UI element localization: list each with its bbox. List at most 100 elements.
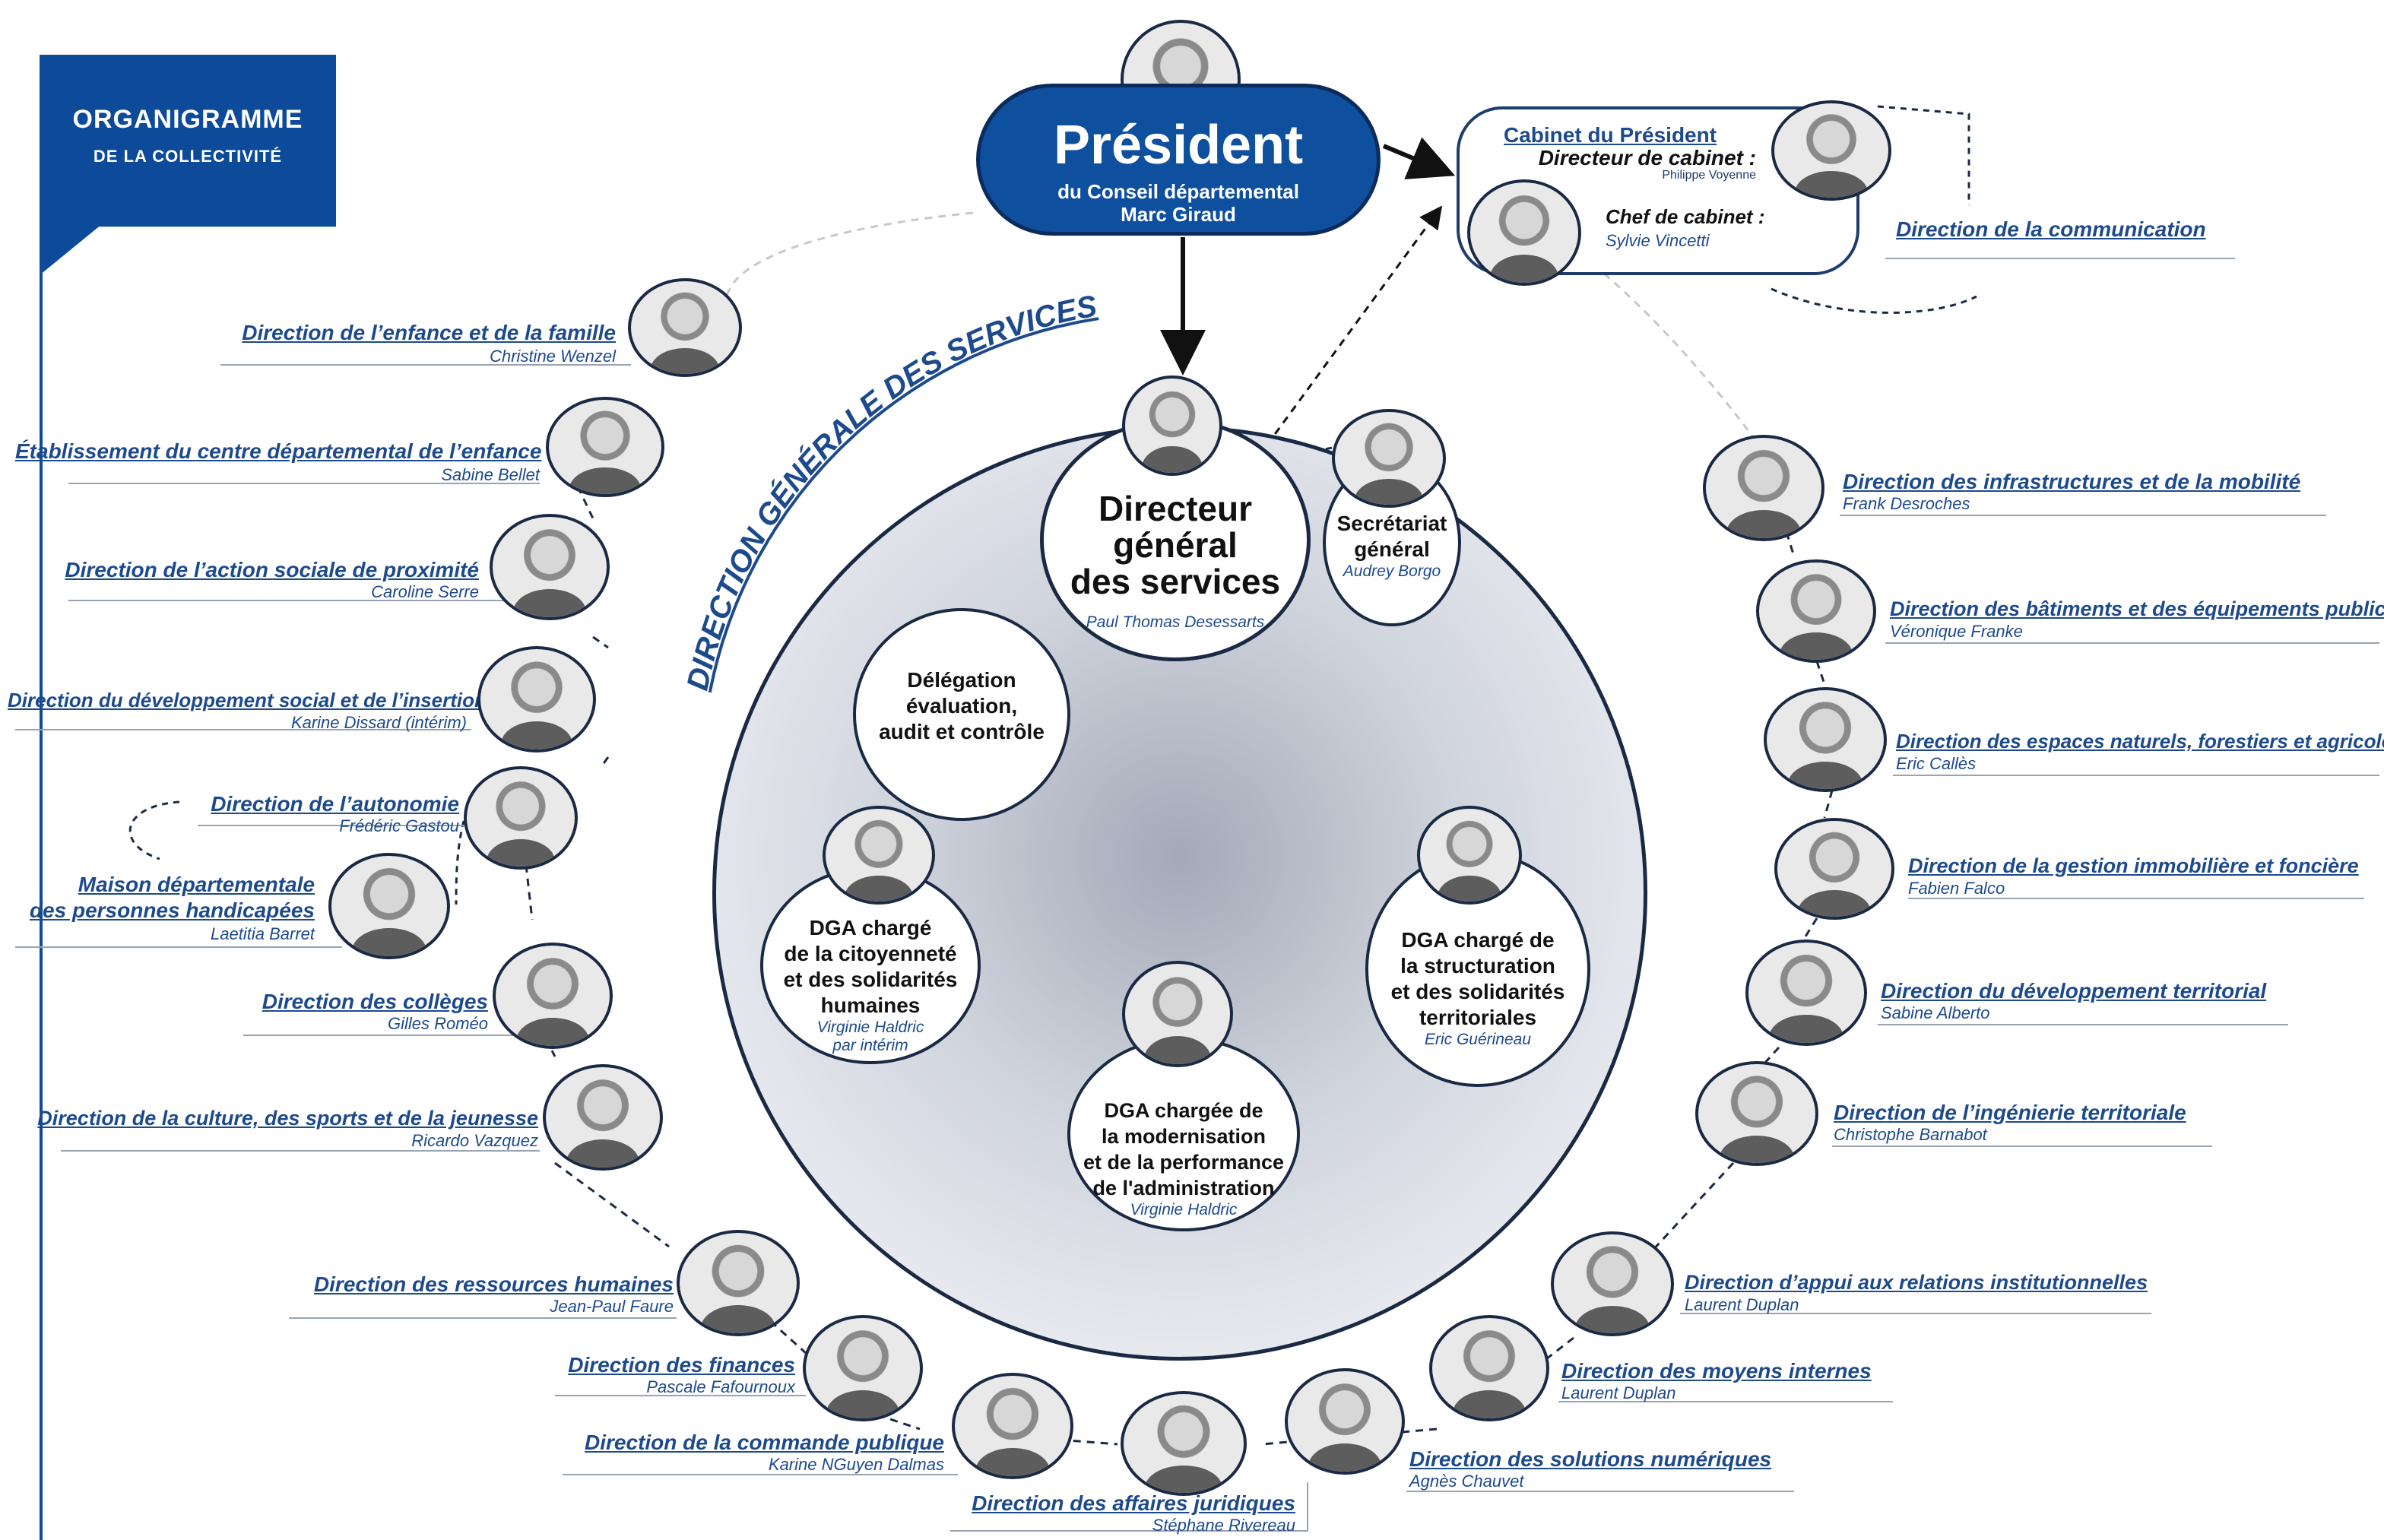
dir-enfance-title[interactable]: Direction de l’enfance et de la famille: [242, 321, 616, 344]
dgs-line2: général: [1113, 525, 1238, 565]
dir-dev-social-photo: [477, 646, 596, 753]
president-box: Président du Conseil départemental Marc …: [976, 84, 1381, 236]
dga-modernisation-circle: DGA chargée de la modernisation et de la…: [1067, 1037, 1300, 1231]
dir-dev-territorial-title[interactable]: Direction du développement territorial: [1881, 979, 2267, 1003]
mdph-title1[interactable]: Maison départementale: [78, 873, 315, 896]
dir-culture-name: Ricardo Vazquez: [411, 1131, 538, 1150]
dir-action-sociale-photo: [490, 514, 610, 620]
cabinet-title[interactable]: Cabinet du Président: [1504, 123, 1717, 147]
dir-batiments-photo: [1756, 559, 1876, 663]
dir-cde-title[interactable]: Établissement du centre départemental de…: [15, 439, 542, 463]
dir-finances-title[interactable]: Direction des finances: [568, 1353, 795, 1377]
dir-action-sociale-name: Caroline Serre: [371, 582, 479, 601]
dir-ingenierie-photo: [1695, 1061, 1818, 1166]
dir-juridique-name: Stéphane Rivereau: [1152, 1516, 1295, 1535]
dga-str-line1: DGA chargé de: [1401, 928, 1555, 952]
dir-cde-name: Sabine Bellet: [441, 465, 540, 484]
secretariat-name: Audrey Borgo: [1343, 562, 1441, 580]
delegation-line2: évaluation,: [905, 694, 1018, 718]
dgs-line1: Directeur: [1098, 489, 1252, 528]
dir-espaces-name: Eric Callès: [1896, 754, 1977, 773]
left-vertical-rule: [40, 152, 43, 1540]
dir-juridique-photo: [1121, 1391, 1247, 1496]
dir-action-sociale-title[interactable]: Direction de l’action sociale de proximi…: [65, 558, 479, 581]
secretariat-photo: [1332, 409, 1446, 508]
dga-mod-line2: la modernisation: [1101, 1125, 1266, 1148]
badge-subtitle: DE LA COLLECTIVITÉ: [93, 147, 283, 166]
dir-ingenierie-title[interactable]: Direction de l’ingénierie territoriale: [1834, 1101, 2186, 1124]
dgs-director-photo: [1122, 375, 1222, 476]
dir-finances-name: Pascale Fafournoux: [646, 1377, 795, 1396]
cabinet-name2: Sylvie Vincetti: [1606, 231, 1710, 250]
dir-rh-name: Jean-Paul Faure: [550, 1297, 674, 1316]
cabinet-role1: Directeur de cabinet :: [1538, 146, 1756, 170]
dir-dev-territorial-photo: [1745, 940, 1867, 1046]
mdph-name: Laetitia Barret: [211, 924, 315, 943]
dir-commande-name: Karine NGuyen Dalmas: [768, 1455, 944, 1474]
dga-str-line3: et des solidarités: [1390, 980, 1565, 1003]
mdph-title2[interactable]: des personnes handicapées: [29, 898, 315, 922]
dga-citoyennete-photo: [823, 806, 935, 905]
dir-dev-social-title[interactable]: Direction du développement social et de …: [8, 689, 487, 711]
dir-dev-social-name: Karine Dissard (intérim): [290, 713, 467, 732]
dir-autonomie-photo: [464, 766, 578, 870]
dgs-line3: des services: [1070, 562, 1281, 601]
cabinet-director-photo: [1771, 100, 1891, 201]
dga-cit-line1: DGA chargé: [809, 916, 932, 940]
dir-infra-title[interactable]: Direction des infrastructures et de la m…: [1843, 470, 2301, 493]
dir-cde-photo: [546, 397, 664, 497]
dir-commande-title[interactable]: Direction de la commande publique: [585, 1431, 944, 1454]
dga-str-line4: territoriales: [1419, 1006, 1537, 1029]
cabinet-name1: Philippe Voyenne: [1662, 169, 1756, 182]
dir-relations-title[interactable]: Direction d’appui aux relations institut…: [1685, 1271, 2148, 1294]
dir-numeriques-title[interactable]: Direction des solutions numériques: [1409, 1447, 1772, 1471]
dir-immobilier-title[interactable]: Direction de la gestion immobilière et f…: [1908, 854, 2359, 877]
delegation-line1: Délégation: [907, 668, 1016, 692]
dir-numeriques-photo: [1285, 1368, 1405, 1475]
dir-rh-photo: [677, 1230, 800, 1336]
dir-batiments-name: Véronique Franke: [1890, 622, 2023, 641]
dga-cit-line4: humaines: [820, 993, 921, 1017]
dir-ingenierie-name: Christophe Barnabot: [1834, 1125, 1987, 1144]
dir-colleges-title[interactable]: Direction des collèges: [262, 990, 488, 1013]
delegation-circle: Délégation évaluation, audit et contrôle: [853, 608, 1070, 821]
dga-structuration-photo: [1417, 806, 1522, 905]
dir-espaces-photo: [1764, 687, 1887, 792]
communication-title[interactable]: Direction de la communication: [1896, 217, 2206, 241]
dir-rh-title[interactable]: Direction des ressources humaines: [313, 1272, 674, 1296]
dir-numeriques-name: Agnès Chauvet: [1409, 1472, 1524, 1491]
delegation-line3: audit et contrôle: [879, 720, 1045, 743]
mdph-photo: [328, 853, 450, 959]
dir-relations-name: Laurent Duplan: [1685, 1295, 1799, 1314]
dir-batiments-title[interactable]: Direction des bâtiments et des équipemen…: [1890, 597, 2384, 620]
dga-cit-line3: et des solidarités: [783, 968, 958, 991]
dir-moyens-name: Laurent Duplan: [1561, 1383, 1676, 1402]
dir-commande-photo: [952, 1373, 1073, 1479]
dir-colleges-photo: [493, 943, 613, 1049]
badge-title: ORGANIGRAMME: [72, 105, 303, 134]
dir-autonomie-title[interactable]: Direction de l’autonomie: [211, 792, 459, 816]
secretariat-line1: Secrétariat: [1336, 512, 1447, 535]
dga-modernisation-photo: [1122, 961, 1233, 1067]
dir-immobilier-name: Fabien Falco: [1908, 879, 2005, 898]
dgs-name: Paul Thomas Desessarts: [1086, 613, 1265, 631]
dir-moyens-title[interactable]: Direction des moyens internes: [1561, 1359, 1872, 1383]
dga-str-line2: la structuration: [1400, 954, 1555, 978]
president-name: Marc Giraud: [1121, 203, 1236, 226]
dga-str-name: Eric Guérineau: [1424, 1031, 1532, 1048]
dir-culture-title[interactable]: Direction de la culture, des sports et d…: [37, 1107, 538, 1130]
dir-juridique-title[interactable]: Direction des affaires juridiques: [972, 1491, 1295, 1515]
president-title: Président: [1053, 115, 1304, 176]
dir-finances-photo: [803, 1315, 923, 1421]
dir-espaces-title[interactable]: Direction des espaces naturels, forestie…: [1896, 730, 2384, 753]
dir-infra-photo: [1703, 435, 1824, 541]
secretariat-line2: général: [1354, 537, 1430, 561]
dga-cit-name2: par intérim: [832, 1037, 908, 1054]
president-line1: du Conseil départemental: [1057, 180, 1299, 203]
dir-enfance-name: Christine Wenzel: [490, 347, 616, 366]
dir-dev-territorial-name: Sabine Alberto: [1881, 1003, 1990, 1022]
dga-mod-line1: DGA chargée de: [1104, 1099, 1263, 1122]
dga-mod-line3: et de la performance: [1083, 1151, 1285, 1174]
dir-culture-photo: [543, 1064, 663, 1171]
dir-moyens-photo: [1429, 1315, 1549, 1421]
